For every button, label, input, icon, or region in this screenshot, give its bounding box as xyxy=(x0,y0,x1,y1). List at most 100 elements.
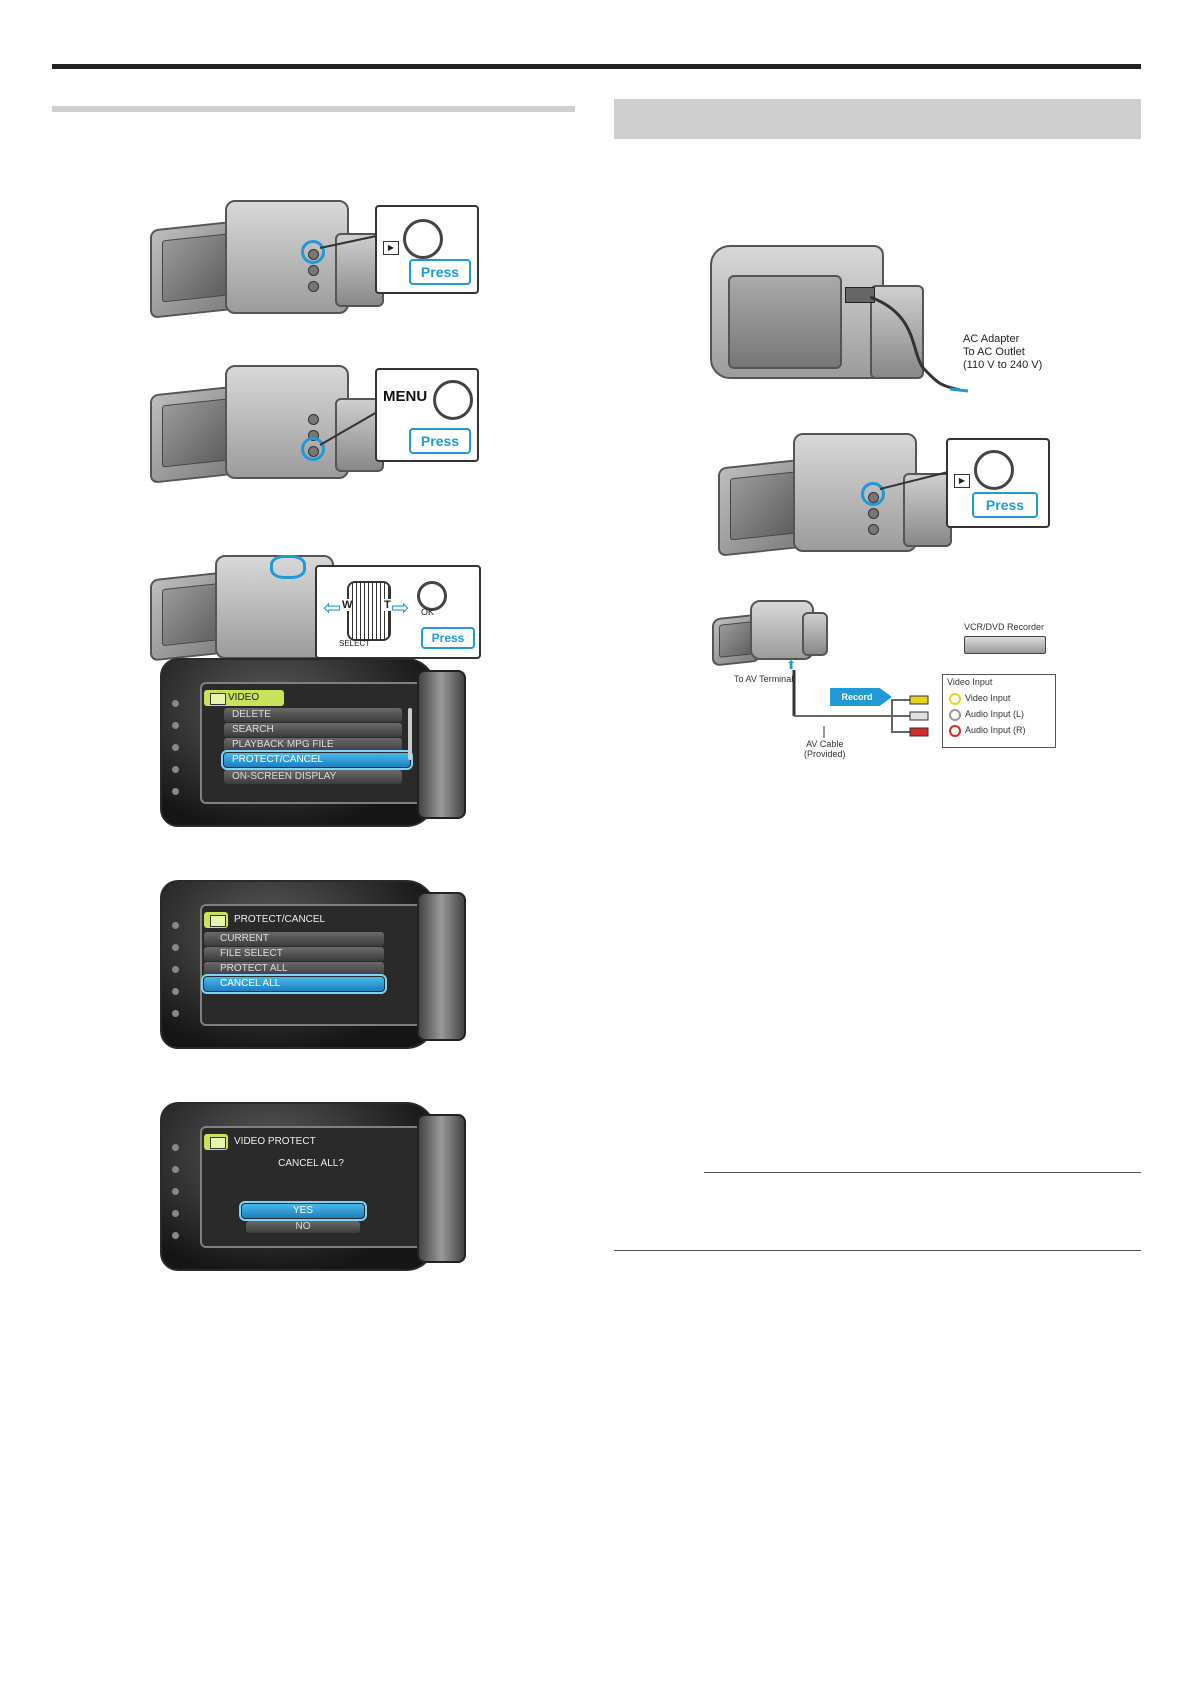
menu-item-selected[interactable]: PROTECT/CANCEL xyxy=(221,750,413,770)
no-button[interactable]: NO xyxy=(246,1221,360,1233)
ac-adapter-label: AC Adapter To AC Outlet (110 V to 240 V) xyxy=(963,333,1042,372)
t-label: T xyxy=(384,599,391,611)
left-section-bar xyxy=(52,106,575,112)
menu-tag-video: VIDEO xyxy=(204,690,284,706)
header-rule xyxy=(52,64,1141,69)
screen-title: VIDEO PROTECT xyxy=(234,1136,316,1147)
to-av-terminal-label: To AV Terminal xyxy=(734,674,794,684)
menu-callout: MENU Press xyxy=(375,368,479,462)
av-cable-line2: (Provided) xyxy=(804,749,846,759)
camcorder-playback-figure-right: ▶ Press xyxy=(718,428,1050,558)
av-cable xyxy=(792,670,929,738)
ac-adapter-line1: AC Adapter xyxy=(963,333,1020,345)
camcorder-select-figure: ⇦ W T ⇨ SELECT OK Press xyxy=(150,553,481,663)
w-label: W xyxy=(342,599,353,611)
camcorder-lens xyxy=(802,612,828,656)
lcd-confirm-screen: VIDEO PROTECT CANCEL ALL? YES NO xyxy=(160,1102,466,1271)
play-icon: ▶ xyxy=(954,474,970,488)
playback-callout: ▶ Press xyxy=(375,205,479,294)
right-section-bar xyxy=(614,99,1141,139)
menu-item-selected[interactable]: CANCEL ALL xyxy=(201,974,387,994)
menu-panel: VIDEO DELETE SEARCH PLAYBACK MPG FILE PR… xyxy=(200,682,422,804)
play-icon: ▶ xyxy=(383,241,399,255)
playback-callout: ▶ Press xyxy=(946,438,1050,528)
menu-scrollbar[interactable] xyxy=(408,708,412,760)
lever-highlight xyxy=(270,555,306,579)
up-arrow-icon: ⬆ xyxy=(786,658,797,672)
playback-button-icon xyxy=(403,219,443,259)
menu-button-icon xyxy=(433,380,473,420)
ac-cable xyxy=(870,295,969,393)
menu-item[interactable]: FILE SELECT xyxy=(204,947,384,961)
press-label: Press xyxy=(409,428,471,454)
yes-button[interactable]: YES xyxy=(239,1201,367,1221)
left-arrow-icon: ⇦ xyxy=(323,595,342,620)
camcorder-body xyxy=(225,200,349,314)
section-end-rule xyxy=(614,1250,1141,1251)
camcorder-button xyxy=(868,508,879,519)
note-rule xyxy=(704,1172,1141,1173)
video-input-header: Video Input xyxy=(947,677,993,687)
select-label: SELECT xyxy=(339,639,371,648)
camcorder-button xyxy=(308,281,319,292)
menu-item[interactable]: DELETE xyxy=(224,708,402,722)
camcorder-button xyxy=(868,524,879,535)
confirm-panel: VIDEO PROTECT CANCEL ALL? YES NO xyxy=(200,1126,422,1248)
av-cable-line1: AV Cable xyxy=(806,739,844,749)
press-label: Press xyxy=(972,492,1038,518)
video-input-panel: Video Input Video Input Audio Input (L) … xyxy=(942,674,1056,748)
record-arrow: Record xyxy=(830,688,892,706)
camcorder-menu-figure: MENU Press xyxy=(150,360,480,490)
camcorder-battery xyxy=(870,285,924,379)
menu-tag-icon xyxy=(204,1134,228,1150)
button-highlight xyxy=(301,437,325,461)
camcorder-button xyxy=(308,265,319,276)
protect-cancel-panel: PROTECT/CANCEL CURRENT FILE SELECT PROTE… xyxy=(200,904,422,1026)
ok-label: OK xyxy=(421,607,435,617)
ac-adapter-line3: (110 V to 240 V) xyxy=(963,359,1043,371)
button-highlight xyxy=(301,240,325,264)
menu-item[interactable]: SEARCH xyxy=(224,723,402,737)
camcorder-body xyxy=(793,433,917,552)
dc-plug xyxy=(845,287,875,303)
screen-hinge xyxy=(417,1114,466,1263)
input-jack-audio-l xyxy=(949,709,961,721)
menu-item[interactable]: PLAYBACK MPG FILE xyxy=(224,738,402,752)
camcorder-button xyxy=(308,414,319,425)
input-label: Audio Input (R) xyxy=(965,725,1026,735)
camcorder-lens xyxy=(903,473,952,547)
menu-item[interactable]: CURRENT xyxy=(204,932,384,946)
recorder-label: VCR/DVD Recorder xyxy=(964,622,1045,632)
dubbing-connection-figure: ⬆ To AV Terminal Record AV Cable (Provid… xyxy=(712,598,1057,759)
lcd-protect-cancel-screen: PROTECT/CANCEL CURRENT FILE SELECT PROTE… xyxy=(160,880,466,1049)
av-cable-label: AV Cable (Provided) xyxy=(804,739,846,759)
right-arrow-icon: ⇨ xyxy=(391,595,410,620)
zoom-lever-icon xyxy=(347,581,391,641)
ok-button-icon xyxy=(417,581,447,611)
input-jack-video xyxy=(949,693,961,705)
video-camera-icon xyxy=(210,1137,226,1149)
menu-tag-icon xyxy=(204,912,228,928)
ac-adapter-line2: To AC Outlet xyxy=(963,346,1025,358)
video-camera-icon xyxy=(210,693,226,705)
camcorder-ac-adapter-figure: AC Adapter To AC Outlet (110 V to 240 V) xyxy=(710,245,1060,395)
recorder-device xyxy=(964,636,1046,654)
playback-button-icon xyxy=(974,450,1014,490)
input-jack-audio-r xyxy=(949,725,961,737)
camcorder-playback-figure: ▶ Press xyxy=(150,195,480,325)
camcorder-lcd-closed xyxy=(728,275,842,369)
menu-label: MENU xyxy=(383,388,428,405)
menu-tag-label: VIDEO xyxy=(228,692,260,703)
button-highlight xyxy=(861,482,885,506)
lcd-menu-screen: VIDEO DELETE SEARCH PLAYBACK MPG FILE PR… xyxy=(160,658,466,827)
menu-item[interactable]: PROTECT ALL xyxy=(204,962,384,976)
press-label: Press xyxy=(421,627,475,649)
video-camera-icon xyxy=(210,915,226,927)
press-label: Press xyxy=(409,259,471,285)
select-callout: ⇦ W T ⇨ SELECT OK Press xyxy=(315,565,481,659)
confirm-question: CANCEL ALL? xyxy=(278,1158,344,1169)
screen-hinge xyxy=(417,892,466,1041)
menu-item[interactable]: ON-SCREEN DISPLAY xyxy=(224,770,402,784)
screen-hinge xyxy=(417,670,466,819)
input-label: Audio Input (L) xyxy=(965,709,1025,719)
